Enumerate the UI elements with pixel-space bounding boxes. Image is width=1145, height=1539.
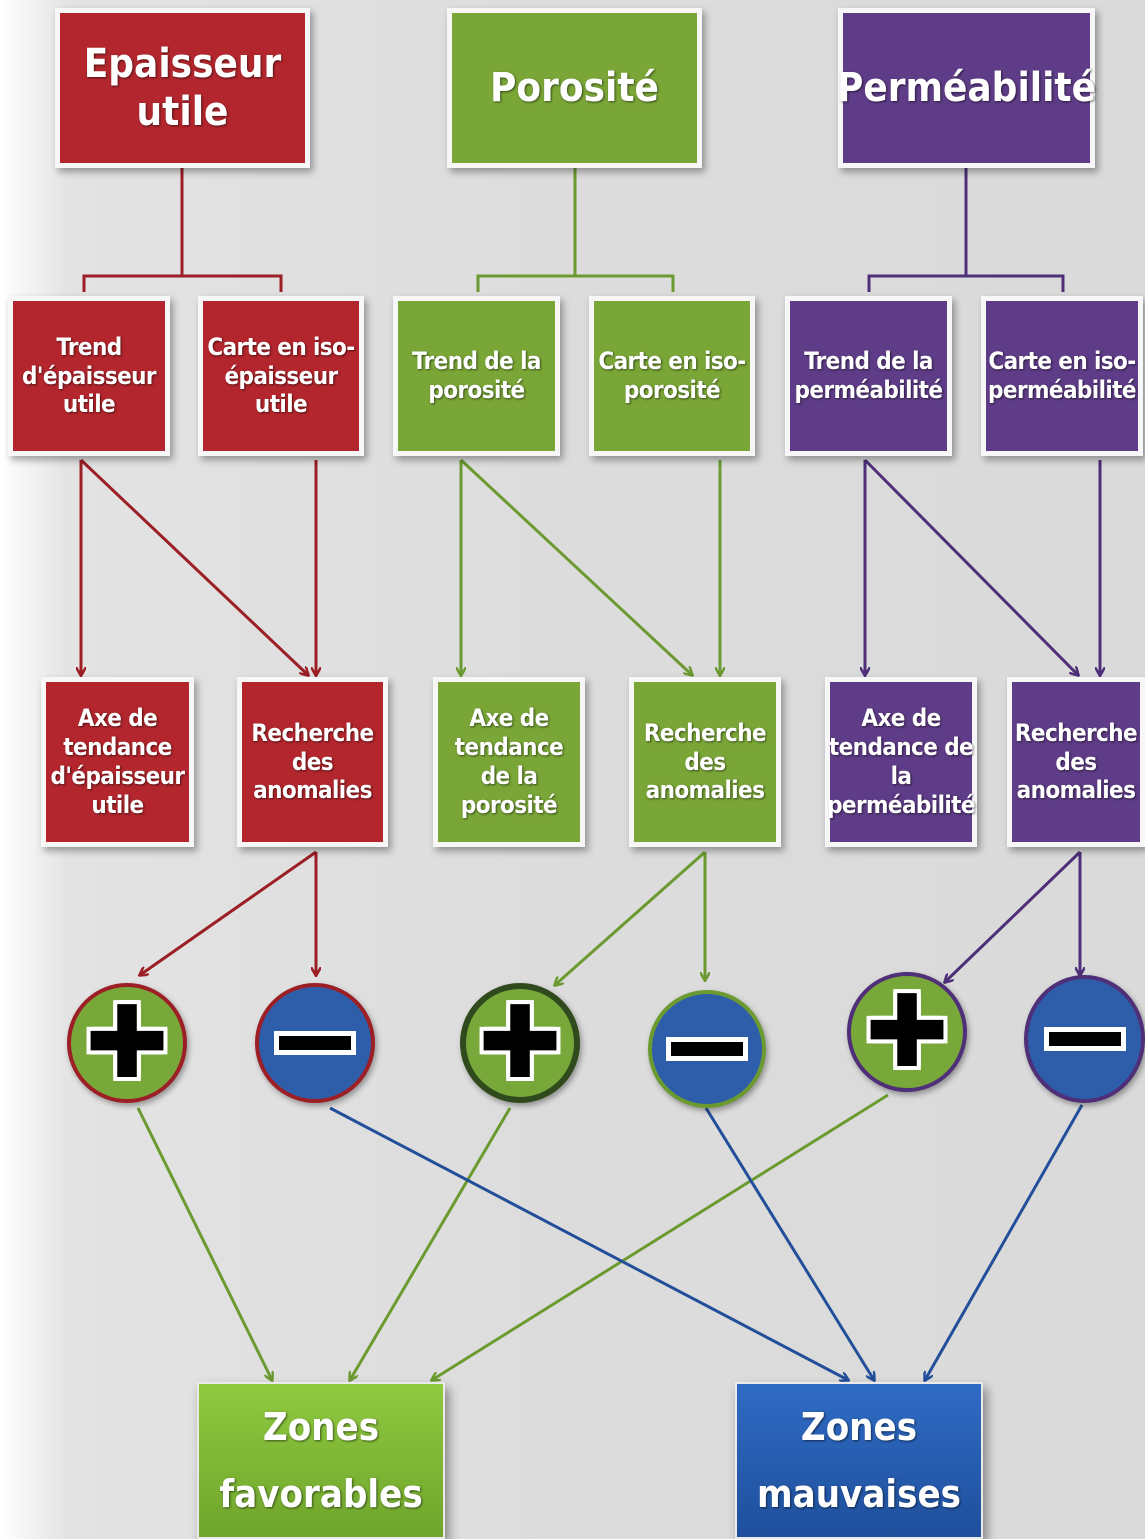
zone-favorable-label: Zones favorables: [219, 1405, 423, 1516]
arrow-porosity-trend-anomalies: [459, 458, 692, 675]
arrow-minus3-bad: [925, 1104, 1084, 1380]
plus-icon: ✚: [67, 983, 187, 1103]
zone-bad: Zones mauvaises: [735, 1382, 983, 1539]
box-permeability-trend: Trend de la perméabilité: [785, 296, 952, 456]
arrow-plus2-favorable: [350, 1107, 512, 1380]
arrow-permeability-trend-anomalies: [863, 458, 1078, 675]
bracket-porosity: [476, 168, 675, 292]
box-thickness-anomalies: Recherche des anomalies: [237, 677, 388, 847]
porosity-axis-label: Axe de tendance de la porosité: [454, 704, 564, 819]
bracket-permeability: [867, 168, 1065, 292]
box-permeability-anomalies: Recherche des anomalies: [1007, 677, 1145, 847]
porosity-map-label: Carte en iso-porosité: [598, 347, 746, 404]
minus-glyph: [666, 1037, 748, 1061]
box-porosity-anomalies: Recherche des anomalies: [629, 677, 781, 847]
bracket-thickness: [82, 168, 283, 292]
box-porosity-axis: Axe de tendance de la porosité: [433, 677, 585, 847]
arrow-plus1-favorable: [136, 1107, 272, 1380]
minus-icon: [648, 990, 766, 1108]
arrow-porosity-plus: [555, 850, 706, 985]
box-thickness-axis: Axe de tendance d'épaisseur utile: [41, 677, 194, 847]
minus-icon: [255, 983, 375, 1103]
zone-favorable: Zones favorables: [197, 1382, 445, 1539]
arrow-permeability-plus: [945, 850, 1082, 982]
arrow-thickness-plus: [140, 850, 317, 975]
header-porosity-label: Porosité: [490, 65, 659, 111]
permeability-anomalies-label: Recherche des anomalies: [1014, 718, 1138, 805]
porosity-trend-label: Trend de la porosité: [412, 347, 541, 404]
permeability-map-label: Carte en iso-perméabilité: [988, 347, 1136, 404]
minus-glyph: [1043, 1027, 1126, 1051]
plus-glyph: ✚: [865, 973, 949, 1090]
thickness-anomalies-label: Recherche des anomalies: [251, 718, 374, 805]
minus-glyph: [274, 1031, 356, 1055]
box-porosity-map: Carte en iso-porosité: [589, 296, 755, 456]
plus-icon: ✚: [460, 983, 580, 1103]
box-thickness-trend: Trend d'épaisseur utile: [8, 296, 170, 456]
box-permeability-map: Carte en iso-perméabilité: [981, 296, 1143, 456]
plus-glyph: ✚: [478, 984, 562, 1101]
minus-icon: [1024, 975, 1145, 1103]
arrow-minus2-bad: [704, 1107, 874, 1380]
header-thickness: Epaisseur utile: [55, 8, 310, 168]
porosity-anomalies-label: Recherche des anomalies: [643, 718, 767, 805]
plus-glyph: ✚: [85, 984, 169, 1101]
arrow-plus3-favorable: [432, 1093, 889, 1380]
arrow-minus1-bad: [329, 1106, 848, 1380]
arrow-thickness-trend-anomalies: [79, 458, 308, 675]
permeability-axis-label: Axe de tendance de la perméabilité: [827, 704, 975, 819]
thickness-axis-label: Axe de tendance d'épaisseur utile: [50, 704, 186, 819]
permeability-trend-label: Trend de la perméabilité: [794, 347, 943, 404]
header-permeability: Perméabilité: [836, 8, 1097, 168]
header-permeability-label: Perméabilité: [836, 65, 1097, 111]
box-permeability-axis: Axe de tendance de la perméabilité: [825, 677, 977, 847]
thickness-trend-label: Trend d'épaisseur utile: [22, 332, 157, 419]
box-thickness-map: Carte en iso-épaisseur utile: [198, 296, 364, 456]
zone-bad-label: Zones mauvaises: [757, 1405, 961, 1516]
thickness-map-label: Carte en iso-épaisseur utile: [207, 332, 355, 419]
header-thickness-label: Epaisseur utile: [83, 41, 282, 135]
plus-icon: ✚: [847, 972, 967, 1092]
header-porosity: Porosité: [447, 8, 702, 168]
box-porosity-trend: Trend de la porosité: [393, 296, 560, 456]
